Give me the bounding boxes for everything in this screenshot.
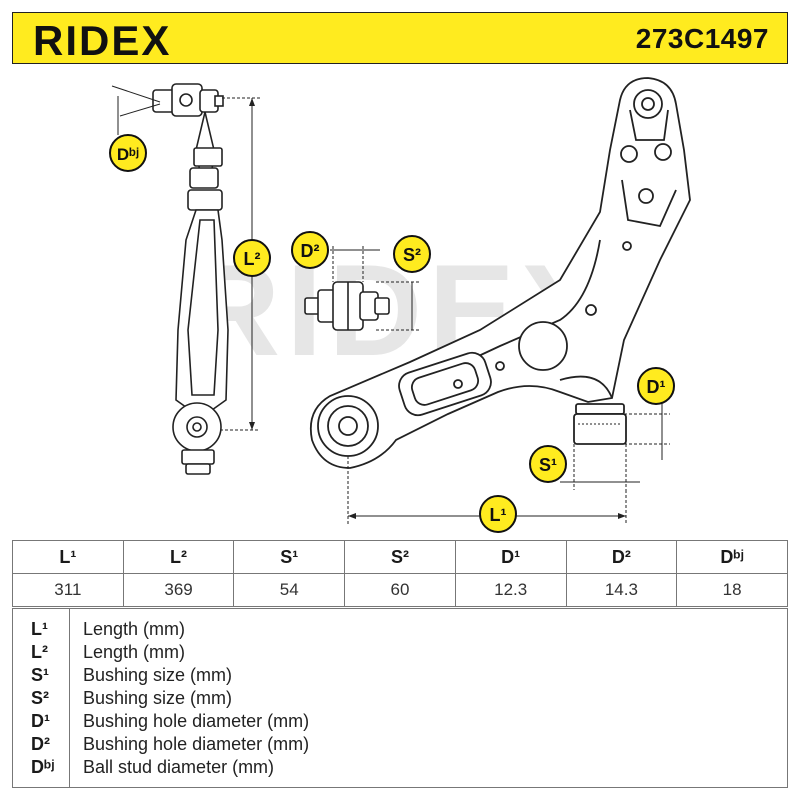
spec-value-cell: 18 (676, 573, 788, 607)
legend-item: Dᵇʲ Ball stud diameter (mm) (13, 757, 789, 779)
spec-value-cell: 12.3 (454, 573, 567, 607)
stabilizer-link (152, 83, 229, 475)
legend-description: Bushing hole diameter (mm) (83, 711, 310, 731)
legend-symbol: S¹ (31, 665, 49, 685)
spec-value-cell: 311 (12, 573, 124, 607)
svg-text:Dᵇʲ: Dᵇʲ (117, 145, 139, 164)
legend-description: Ball stud diameter (mm) (83, 757, 275, 777)
header-bar: RIDEX 273C1497 (12, 12, 788, 64)
spec-header-cell: S² (344, 540, 456, 574)
spec-value-cell: 369 (122, 573, 235, 607)
bushing-detail (304, 281, 390, 331)
label-s2: S² (393, 235, 431, 273)
label-s1: S¹ (529, 445, 567, 483)
control-arm (309, 77, 691, 469)
legend-item: S² Bushing size (mm) (13, 688, 789, 710)
spec-header-cell: D¹ (454, 540, 567, 574)
legend-item: D² Bushing hole diameter (mm) (13, 734, 789, 756)
spec-header-cell: S¹ (233, 540, 346, 574)
spec-header-cell: L¹ (12, 540, 124, 574)
label-l1: L¹ (479, 495, 517, 533)
legend-symbol: D¹ (31, 711, 50, 731)
legend-description: Length (mm) (83, 619, 186, 639)
spec-value-cell: 60 (344, 573, 456, 607)
legend-description: Length (mm) (83, 642, 186, 662)
d2-s2-dimensions (330, 246, 420, 331)
svg-text:L¹: L¹ (490, 505, 507, 525)
legend-item: L¹ Length (mm) (13, 619, 789, 641)
dbj-dimension (111, 85, 161, 135)
spec-table: L¹ L² S¹ S² D¹ D² Dᵇʲ 311 369 54 60 12.3… (12, 540, 788, 607)
spec-header-cell: Dᵇʲ (676, 540, 788, 574)
svg-text:L²: L² (244, 249, 261, 269)
label-d1: D¹ (637, 367, 675, 405)
technical-drawing: RIDEX (109, 77, 691, 533)
svg-text:S¹: S¹ (539, 455, 557, 475)
legend-item: L² Length (mm) (13, 642, 789, 664)
part-number: 273C1497 (635, 23, 769, 54)
brand-text: RIDEX (33, 17, 171, 61)
ridex-logo: RIDEX (33, 17, 171, 61)
legend-divider (69, 609, 70, 787)
legend-symbol: D² (31, 734, 50, 754)
label-dbj: Dᵇʲ (109, 134, 147, 172)
spec-value-cell: 54 (233, 573, 346, 607)
spec-value-cell: 14.3 (565, 573, 678, 607)
legend-symbol: L² (31, 642, 48, 662)
spec-header-row: L¹ L² S¹ S² D¹ D² Dᵇʲ (12, 540, 788, 574)
label-l2: L² (233, 239, 271, 277)
legend-description: Bushing size (mm) (83, 688, 233, 708)
legend-item: S¹ Bushing size (mm) (13, 665, 789, 687)
spec-value-row: 311 369 54 60 12.3 14.3 18 (12, 573, 788, 607)
svg-text:D¹: D¹ (647, 377, 666, 397)
legend-item: D¹ Bushing hole diameter (mm) (13, 711, 789, 733)
legend: L¹ Length (mm) L² Length (mm) S¹ Bushing… (12, 608, 788, 788)
label-d2: D² (291, 231, 329, 269)
spec-header-cell: D² (565, 540, 678, 574)
legend-symbol: S² (31, 688, 49, 708)
legend-description: Bushing size (mm) (83, 665, 233, 685)
spec-header-cell: L² (122, 540, 235, 574)
legend-symbol: L¹ (31, 619, 48, 639)
legend-description: Bushing hole diameter (mm) (83, 734, 310, 754)
svg-text:S²: S² (403, 245, 421, 265)
svg-text:D²: D² (301, 241, 320, 261)
legend-symbol: Dᵇʲ (31, 757, 55, 777)
